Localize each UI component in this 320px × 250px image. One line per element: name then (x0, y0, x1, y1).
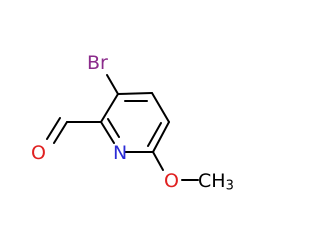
molecule-structure-diagram: Br N O O CH3 (31, 52, 234, 194)
methyl-group-subscript: 3 (226, 179, 234, 194)
bond-c3-c4 (117, 92, 153, 95)
bond-cho-o-second (46, 117, 61, 140)
methyl-group-label: CH3 (198, 170, 234, 194)
carbonyl-oxygen-atom-label: O (31, 142, 46, 164)
bond-cho-o (53, 121, 68, 144)
bond-c5-c6-inner (147, 122, 162, 147)
bond-n-c2 (100, 121, 115, 144)
methyl-group-main: CH (198, 170, 226, 192)
atom-labels: Br N O O CH3 (31, 52, 234, 194)
bonds (46, 74, 199, 181)
bond-n-c2-inner (107, 118, 120, 138)
bond-c5-c6 (152, 121, 170, 153)
bond-c4-c5 (151, 92, 170, 123)
bromine-atom-label: Br (87, 52, 108, 74)
nitrogen-atom-label: N (113, 142, 127, 164)
ether-oxygen-atom-label: O (164, 170, 179, 192)
bond-c3-br (106, 74, 119, 95)
bond-c6-o (152, 151, 164, 171)
bond-c2-c3 (100, 93, 119, 123)
